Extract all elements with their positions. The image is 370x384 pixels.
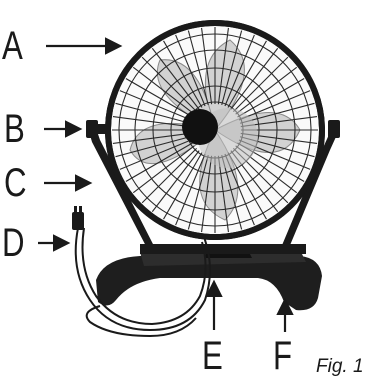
label-E: E [202, 336, 223, 376]
label-C: C [4, 163, 27, 203]
fan-head [108, 23, 322, 237]
label-A: A [2, 26, 23, 66]
tilt-knob-right [328, 120, 340, 138]
figure-caption: Fig. 1 [316, 356, 364, 378]
plug-icon [72, 206, 84, 230]
tilt-knob-left [86, 120, 108, 138]
label-B: B [4, 109, 25, 149]
label-F: F [273, 336, 292, 376]
label-D: D [2, 223, 25, 263]
hub-badge [182, 109, 218, 145]
